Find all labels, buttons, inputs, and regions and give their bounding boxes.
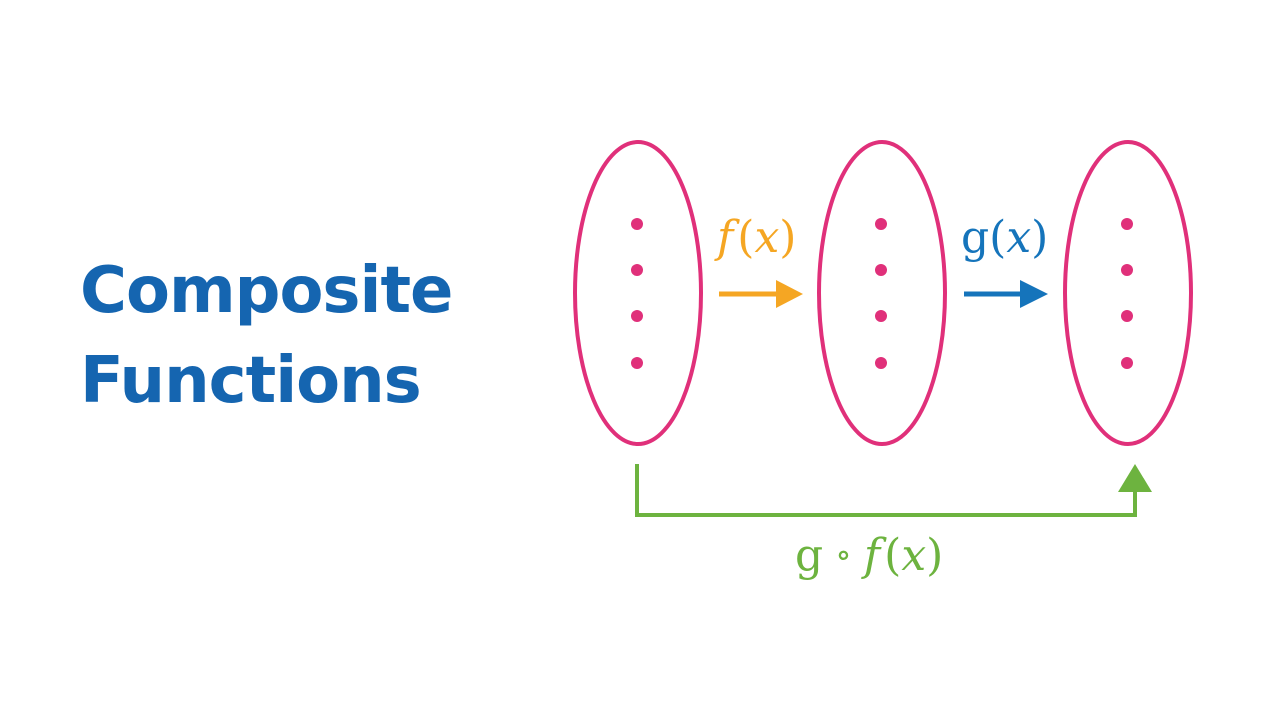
set-element-dot	[1121, 310, 1133, 322]
set-element-dot	[875, 218, 887, 230]
set-ellipse	[817, 140, 947, 446]
set-ellipse	[573, 140, 703, 446]
set-element-dot	[1121, 357, 1133, 369]
set-element-dot	[875, 357, 887, 369]
set-element-dot	[1121, 218, 1133, 230]
title-line-2: Functions	[80, 344, 422, 418]
g-arrow	[964, 280, 1048, 308]
set-element-dot	[631, 357, 643, 369]
composite-label-g: g	[795, 530, 823, 581]
g-arrow-label: g(x)	[961, 212, 1048, 263]
f-label-fn: f	[714, 212, 740, 263]
set-element-dot	[875, 264, 887, 276]
composite-label-var: x	[901, 530, 926, 581]
page-title: Composite Functions	[80, 246, 453, 426]
g-label-fn: g	[961, 212, 989, 263]
set-element-dot	[631, 264, 643, 276]
composite-arrow	[635, 464, 1152, 517]
composite-arrow-label: g∘f(x)	[795, 530, 943, 581]
set-element-dot	[631, 218, 643, 230]
set-domain	[573, 140, 703, 446]
set-intermediate	[817, 140, 947, 446]
set-element-dot	[1121, 264, 1133, 276]
title-line-1: Composite	[80, 254, 453, 328]
composite-label-op: ∘	[835, 535, 852, 575]
set-ellipse	[1063, 140, 1193, 446]
f-label-var: x	[754, 212, 779, 263]
set-element-dot	[631, 310, 643, 322]
f-arrow-label: f(x)	[714, 212, 796, 263]
composite-label-f: f	[861, 530, 887, 581]
set-element-dot	[875, 310, 887, 322]
f-arrow	[719, 280, 803, 308]
set-codomain	[1063, 140, 1193, 446]
g-label-var: x	[1006, 212, 1031, 263]
